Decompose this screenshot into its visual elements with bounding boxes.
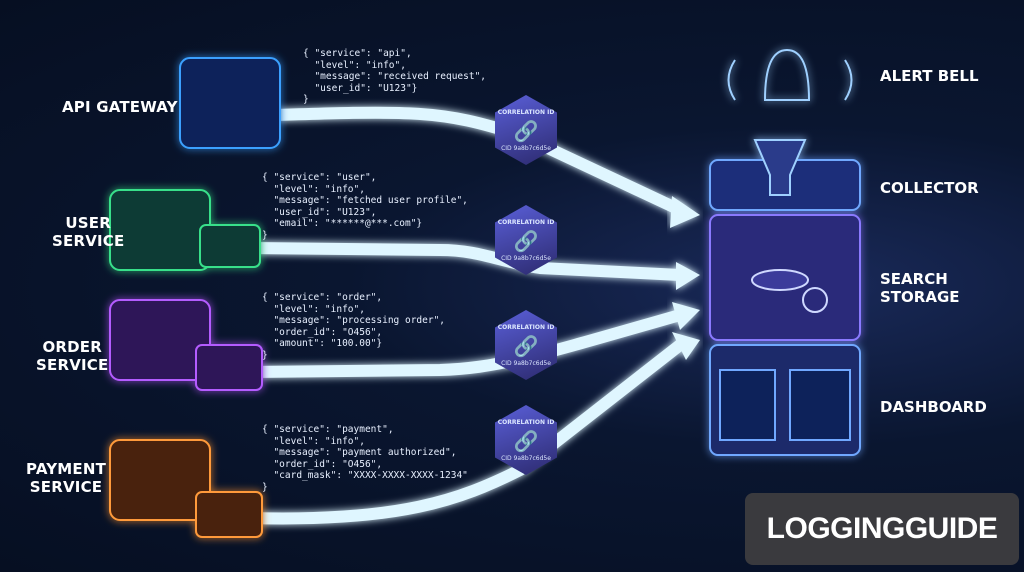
correlation-badge: CORRELATION ID🔗CID 9a8b7c6d5e	[495, 205, 557, 275]
service-label-user: USER SERVICE	[52, 214, 125, 250]
arrow-head	[670, 196, 700, 228]
link-icon: 🔗	[513, 334, 539, 358]
service-label-payment: PAYMENT SERVICE	[26, 460, 107, 496]
bell-icon	[763, 48, 811, 101]
service-label-api: API GATEWAY	[62, 98, 178, 116]
arrow-head	[676, 262, 700, 290]
arrow-head	[672, 332, 700, 360]
correlation-badge: CORRELATION ID🔗CID 9a8b7c6d5e	[495, 310, 557, 380]
service-label-order: ORDER SERVICE	[36, 338, 109, 374]
logging-stack	[709, 48, 861, 456]
flow-user	[244, 242, 686, 281]
magnifier-icon	[802, 287, 828, 313]
log-payment: { "service": "payment", "level": "info",…	[262, 424, 468, 493]
arrow-head	[672, 302, 700, 330]
link-icon: 🔗	[513, 229, 539, 253]
log-api: { "service": "api", "level": "info", "me…	[303, 48, 487, 105]
user-service-box	[109, 189, 211, 271]
log-order: { "service": "order", "level": "info", "…	[262, 292, 446, 361]
correlation-badge: CORRELATION ID🔗CID 9a8b7c6d5e	[495, 95, 557, 165]
service-boxes	[109, 57, 281, 538]
brand-watermark: LOGGINGGUIDE	[745, 493, 1019, 565]
payment-service-box	[109, 439, 211, 521]
database-icon	[751, 269, 809, 291]
funnel-icon	[753, 139, 807, 196]
label-search-storage: SEARCH STORAGE	[880, 270, 960, 306]
api-gateway-box	[179, 57, 281, 149]
flow-payment	[244, 339, 686, 525]
link-icon: 🔗	[513, 119, 539, 143]
link-icon: 🔗	[513, 429, 539, 453]
label-alert-bell: ALERT BELL	[880, 67, 979, 85]
order-service-box	[109, 299, 211, 381]
log-user: { "service": "user", "level": "info", "m…	[262, 172, 468, 241]
label-dashboard: DASHBOARD	[880, 398, 987, 416]
correlation-badge: CORRELATION ID🔗CID 9a8b7c6d5e	[495, 405, 557, 475]
label-collector: COLLECTOR	[880, 179, 979, 197]
